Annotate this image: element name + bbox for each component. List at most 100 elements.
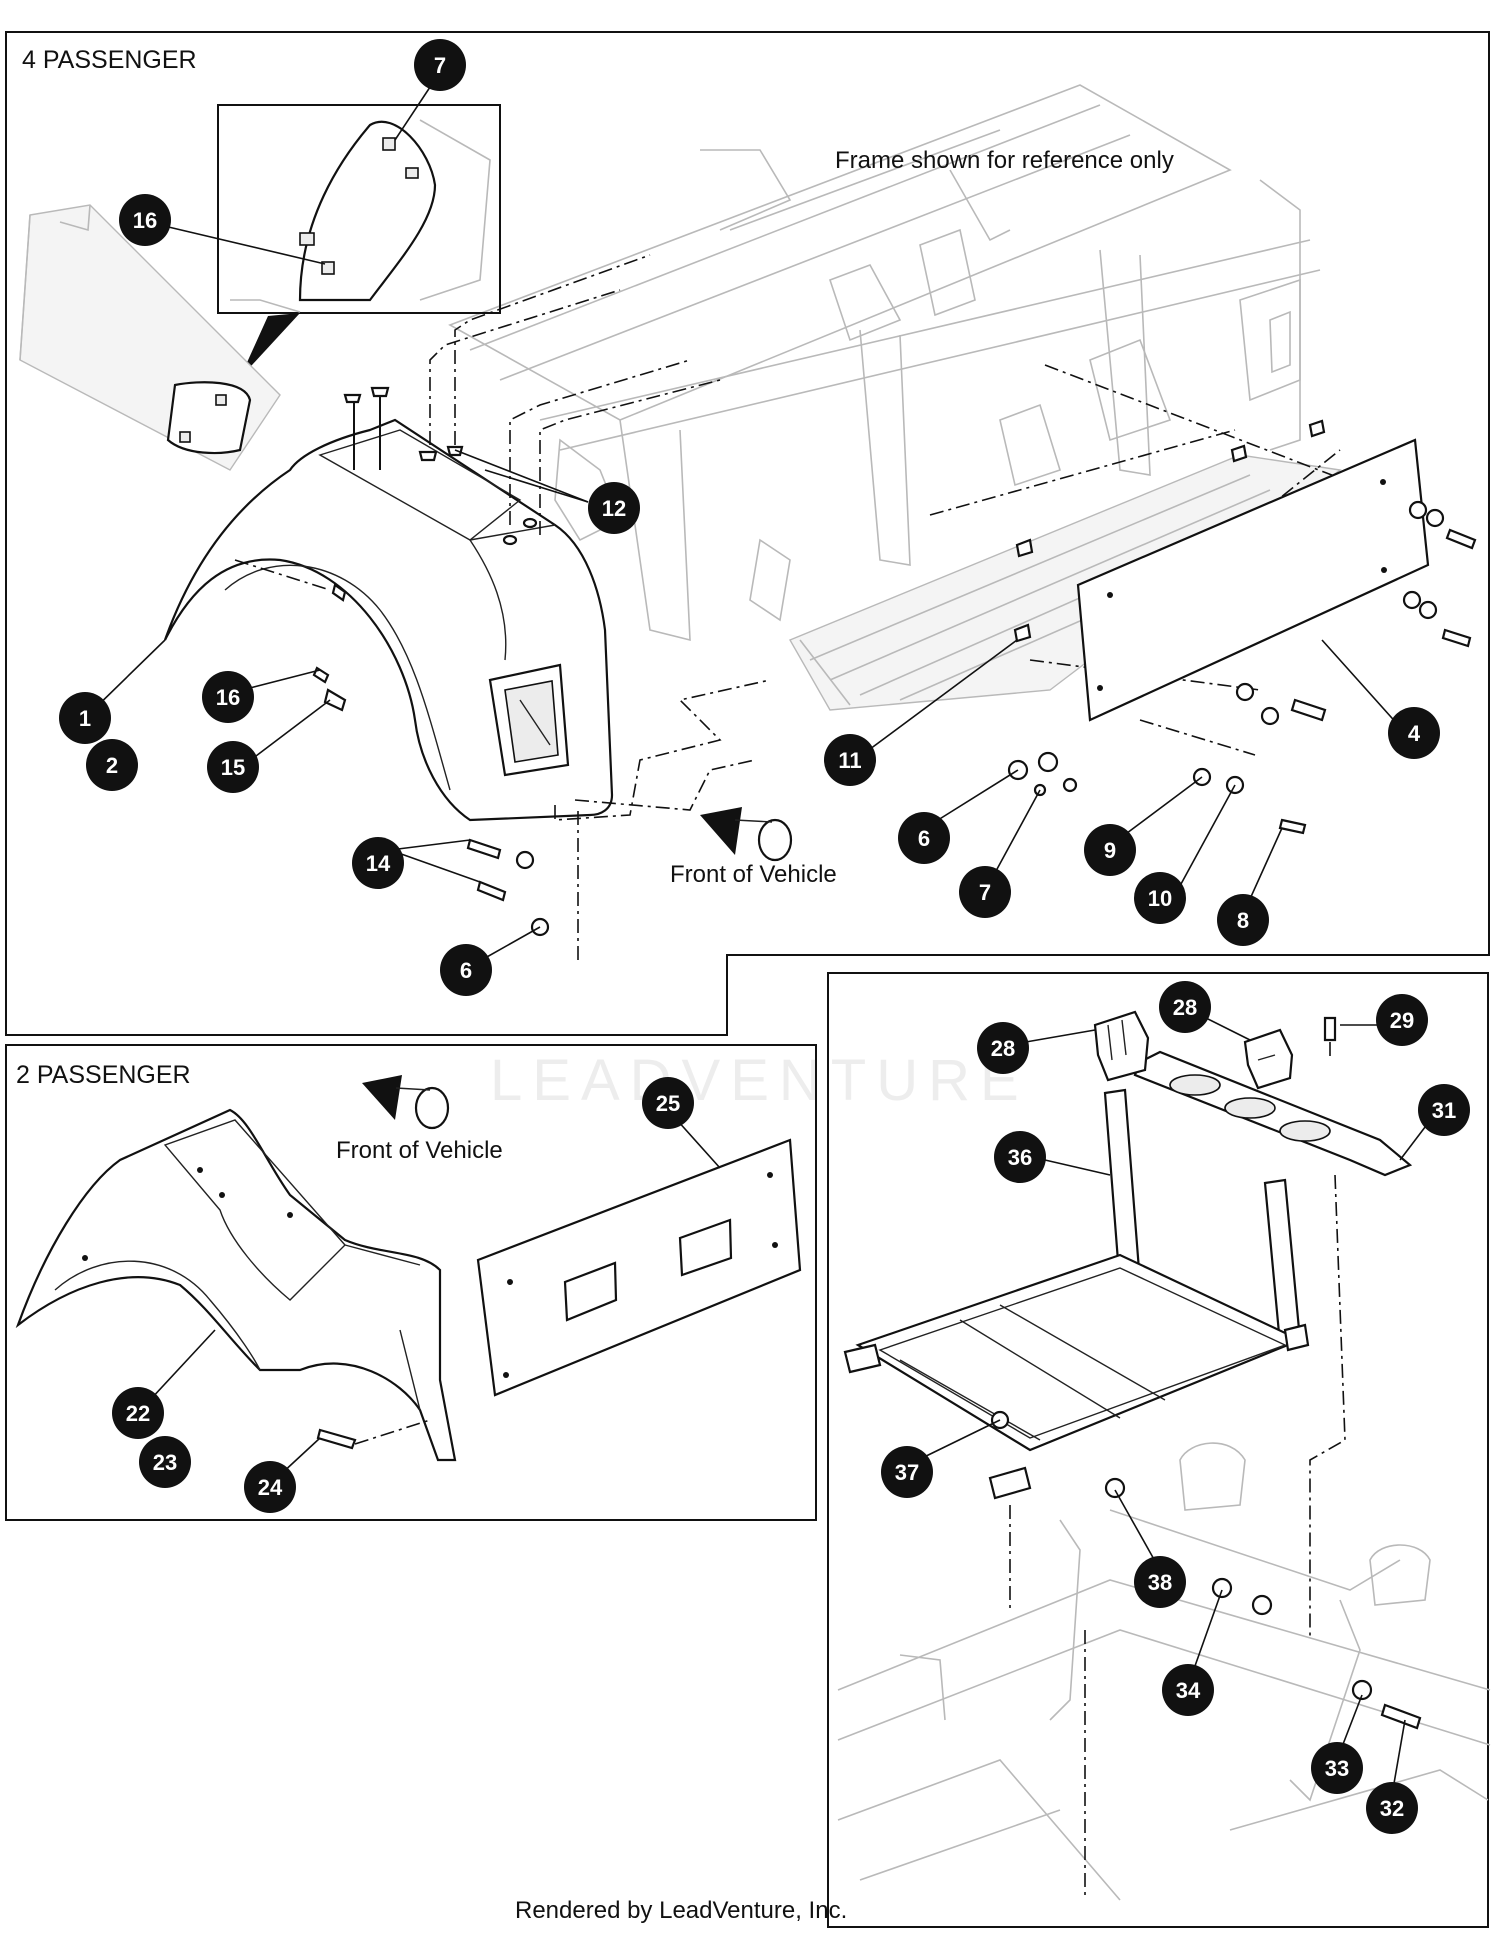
bolt-29: [1323, 1016, 1337, 1042]
side-panel-25: [476, 1138, 802, 1397]
panel-border: [827, 972, 1489, 1928]
callout-9: 9: [1084, 824, 1136, 876]
panel-border: [5, 31, 1490, 1036]
panel-border: [5, 1044, 817, 1521]
leader-line-38: [1114, 1489, 1161, 1571]
hardware-4p: [312, 386, 1477, 937]
callout-22: 22: [112, 1387, 164, 1439]
left-rear-bracket: [19, 204, 281, 471]
svg-text:38: 38: [1148, 1570, 1172, 1595]
callout-7: 7: [414, 39, 466, 91]
callout-23: 23: [139, 1436, 191, 1488]
svg-text:25: 25: [656, 1091, 680, 1116]
callout-16: 16: [119, 194, 171, 246]
svg-text:22: 22: [126, 1401, 150, 1426]
svg-text:37: 37: [895, 1460, 919, 1485]
callout-28: 28: [977, 1022, 1029, 1074]
callout-1: 1: [59, 692, 111, 744]
callout-6: 6: [898, 812, 950, 864]
svg-text:29: 29: [1390, 1008, 1414, 1033]
hold-down-bar-31: [1133, 1050, 1413, 1177]
clamp-block-28-left: [1093, 1010, 1150, 1082]
leader-line-28a: [1019, 1029, 1096, 1044]
callout-25: 25: [642, 1077, 694, 1129]
leader-line-34: [1189, 1589, 1223, 1681]
svg-text:34: 34: [1176, 1678, 1201, 1703]
side-panel-4: [1076, 438, 1430, 722]
svg-text:16: 16: [133, 208, 157, 233]
callout-11: 11: [824, 734, 876, 786]
lower-frame-reference: [837, 1442, 1491, 1901]
assembly-line-24: [354, 1419, 431, 1445]
svg-text:12: 12: [602, 496, 626, 521]
callout-38: 38: [1134, 1556, 1186, 1608]
svg-text:10: 10: [1148, 886, 1172, 911]
callout-15: 15: [207, 741, 259, 793]
svg-text:28: 28: [1173, 995, 1197, 1020]
callout-10: 10: [1134, 872, 1186, 924]
svg-text:31: 31: [1432, 1098, 1456, 1123]
frame-reference-note: Frame shown for reference only: [835, 147, 1174, 174]
svg-text:6: 6: [460, 958, 472, 983]
clamp-block-28-right: [1243, 1028, 1294, 1090]
callout-16: 16: [202, 671, 254, 723]
panel-two-passenger: 2 PASSENGER: [5, 1044, 817, 1521]
svg-text:1: 1: [79, 706, 91, 731]
leader-line-36: [1044, 1159, 1111, 1176]
callout-2: 2: [86, 739, 138, 791]
svg-text:8: 8: [1237, 908, 1249, 933]
leader-line-28b: [1199, 1014, 1251, 1041]
washer-33: [1351, 1679, 1373, 1701]
svg-text:15: 15: [221, 755, 245, 780]
callout-14: 14: [352, 837, 404, 889]
callout-33: 33: [1311, 1742, 1363, 1794]
svg-text:14: 14: [366, 851, 391, 876]
front-of-vehicle-label-4p: Front of Vehicle: [670, 861, 837, 888]
svg-text:9: 9: [1104, 838, 1116, 863]
callout-28: 28: [1159, 981, 1211, 1033]
svg-text:2: 2: [106, 753, 118, 778]
leader-lines-4p: [84, 71, 1401, 963]
render-credit: Rendered by LeadVenture, Inc.: [515, 1897, 847, 1924]
callout-7: 7: [959, 866, 1011, 918]
svg-text:36: 36: [1008, 1145, 1032, 1170]
callout-37: 37: [881, 1446, 933, 1498]
nut-34-a: [1211, 1577, 1233, 1599]
assembly-line-right: [1309, 1174, 1346, 1640]
rear-fender-2p: [15, 1108, 457, 1462]
callout-32: 32: [1366, 1782, 1418, 1834]
bolt-32: [1380, 1703, 1422, 1730]
callout-36: 36: [994, 1131, 1046, 1183]
panel-four-passenger: 4 PASSENGER: [5, 31, 1490, 1036]
callout-12: 12: [588, 482, 640, 534]
callout-4: 4: [1388, 707, 1440, 759]
svg-text:11: 11: [838, 748, 861, 773]
callout-6: 6: [440, 944, 492, 996]
callout-31: 31: [1418, 1084, 1470, 1136]
nut-38: [1104, 1477, 1126, 1499]
svg-text:33: 33: [1325, 1756, 1349, 1781]
panel-label: 2 PASSENGER: [16, 1061, 191, 1089]
watermark: LEADVENTURE: [490, 1048, 1029, 1113]
svg-text:32: 32: [1380, 1796, 1404, 1821]
svg-text:4: 4: [1408, 721, 1421, 746]
leader-line-22: [149, 1329, 216, 1401]
rear-fender-4p: [163, 418, 614, 822]
svg-text:23: 23: [153, 1450, 177, 1475]
leader-line-37: [917, 1419, 1001, 1461]
front-of-vehicle-arrow-4p: [700, 807, 793, 862]
callout-24: 24: [244, 1461, 296, 1513]
svg-text:16: 16: [216, 685, 240, 710]
callout-29: 29: [1376, 994, 1428, 1046]
svg-text:7: 7: [434, 53, 446, 78]
panel-label: 4 PASSENGER: [22, 46, 197, 74]
callout-34: 34: [1162, 1664, 1214, 1716]
callout-8: 8: [1217, 894, 1269, 946]
svg-text:28: 28: [991, 1036, 1015, 1061]
svg-text:6: 6: [918, 826, 930, 851]
screw-24: [316, 1428, 357, 1450]
front-of-vehicle-arrow-2p: [362, 1075, 450, 1130]
battery-tray-36: [843, 1088, 1310, 1500]
nut-34-b: [1251, 1594, 1273, 1616]
